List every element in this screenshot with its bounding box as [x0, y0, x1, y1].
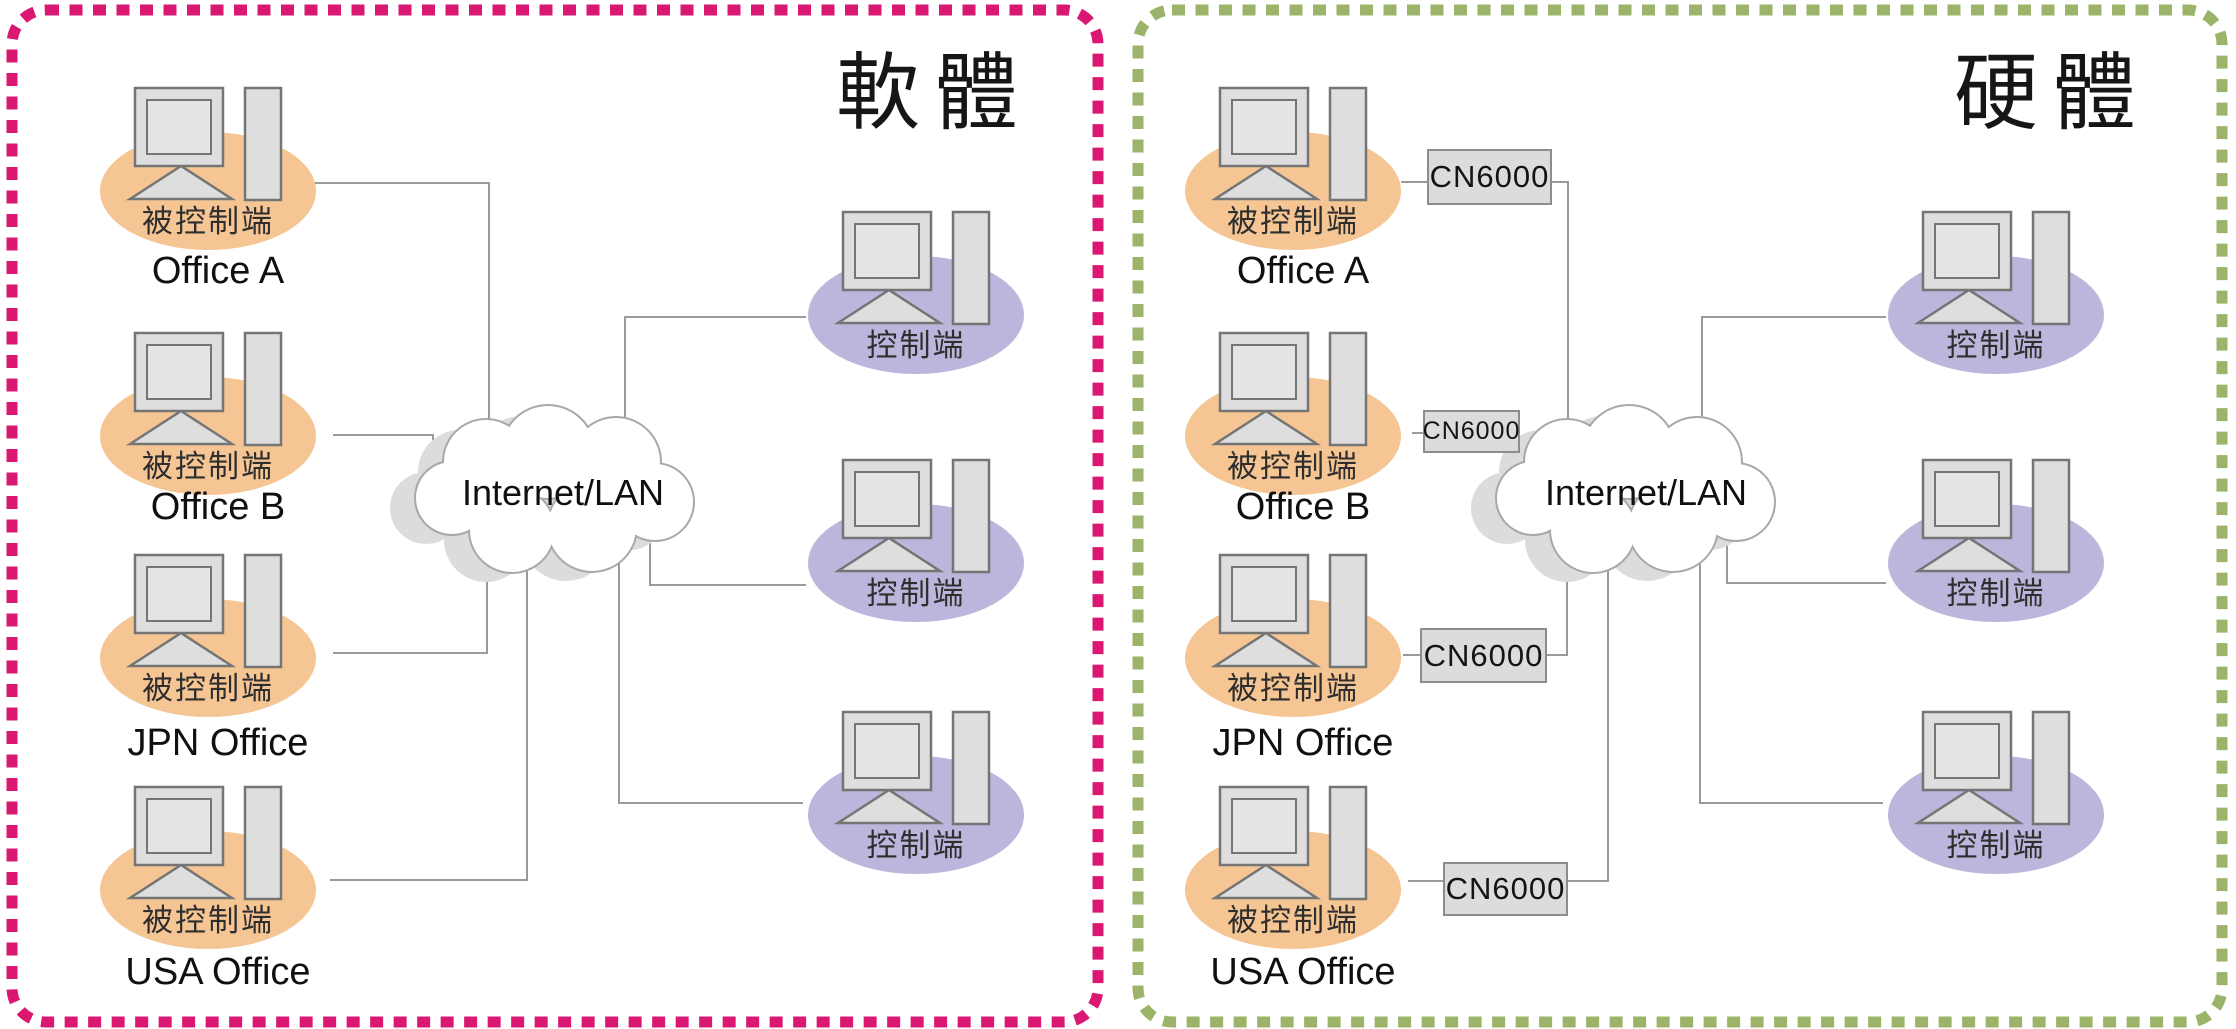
controller-computer-group: 控制端 [806, 710, 1046, 884]
controller-zone-label: 控制端 [866, 576, 966, 611]
hardware-panel: 硬體 被控制端 Office A 被控制端 Office B 被控制端 JPN … [1118, 0, 2236, 1029]
cloud-label: Internet/LAN [1544, 472, 1748, 513]
controller-computer-group: 控制端 [806, 210, 1046, 384]
controlled-zone-label: 被控制端 [142, 903, 274, 938]
connector-lines [310, 182, 806, 881]
controller-zone-label: 控制端 [866, 328, 966, 363]
controlled-zone-label: 被控制端 [142, 671, 274, 706]
cn6000-device: CN6000 [1443, 862, 1568, 916]
controlled-zone-label: 被控制端 [142, 449, 274, 484]
panel-title: 硬體 [1954, 46, 2151, 140]
controlled-zone-label: 被控制端 [1227, 671, 1359, 706]
office-label: Office B [150, 486, 286, 528]
office-label: Office B [1235, 486, 1371, 528]
client-computer-group: 被控制端 [98, 86, 338, 260]
cloud-label: Internet/LAN [461, 472, 665, 513]
software-panel: 軟體 被控制端 Office A 被控制端 Office B 被控制端 JPN … [6, 4, 1104, 1028]
client-computer-group: 被控制端 [1183, 86, 1423, 260]
hardware-panel-border [1132, 4, 2228, 1028]
client-computer-group: 被控制端 [1183, 785, 1423, 959]
controller-zone-label: 控制端 [1946, 576, 2046, 611]
office-label: JPN Office [1212, 722, 1394, 764]
client-computer-group: 被控制端 [1183, 331, 1423, 505]
controller-computer-group: 控制端 [806, 458, 1046, 632]
client-computer-group: 被控制端 [98, 785, 338, 959]
panel-title: 軟體 [836, 46, 1033, 140]
controller-computer-group: 控制端 [1886, 458, 2126, 632]
controller-computer-group: 控制端 [1886, 210, 2126, 384]
controller-zone-label: 控制端 [1946, 828, 2046, 863]
office-label: Office A [151, 250, 285, 292]
office-label: JPN Office [127, 722, 309, 764]
controlled-zone-label: 被控制端 [142, 204, 274, 239]
controlled-zone-label: 被控制端 [1227, 449, 1359, 484]
office-label: USA Office [125, 951, 311, 993]
controller-computer-group: 控制端 [1886, 710, 2126, 884]
controller-zone-label: 控制端 [1946, 328, 2046, 363]
client-computer-group: 被控制端 [98, 553, 338, 727]
client-computer-group: 被控制端 [98, 331, 338, 505]
controller-zone-label: 控制端 [866, 828, 966, 863]
office-label: Office A [1236, 250, 1370, 292]
cn6000-device: CN6000 [1420, 628, 1547, 683]
cn6000-device: CN6000 [1423, 410, 1520, 453]
office-label: USA Office [1210, 951, 1396, 993]
cn6000-device: CN6000 [1427, 149, 1552, 205]
controlled-zone-label: 被控制端 [1227, 204, 1359, 239]
controlled-zone-label: 被控制端 [1227, 903, 1359, 938]
client-computer-group: 被控制端 [1183, 553, 1423, 727]
